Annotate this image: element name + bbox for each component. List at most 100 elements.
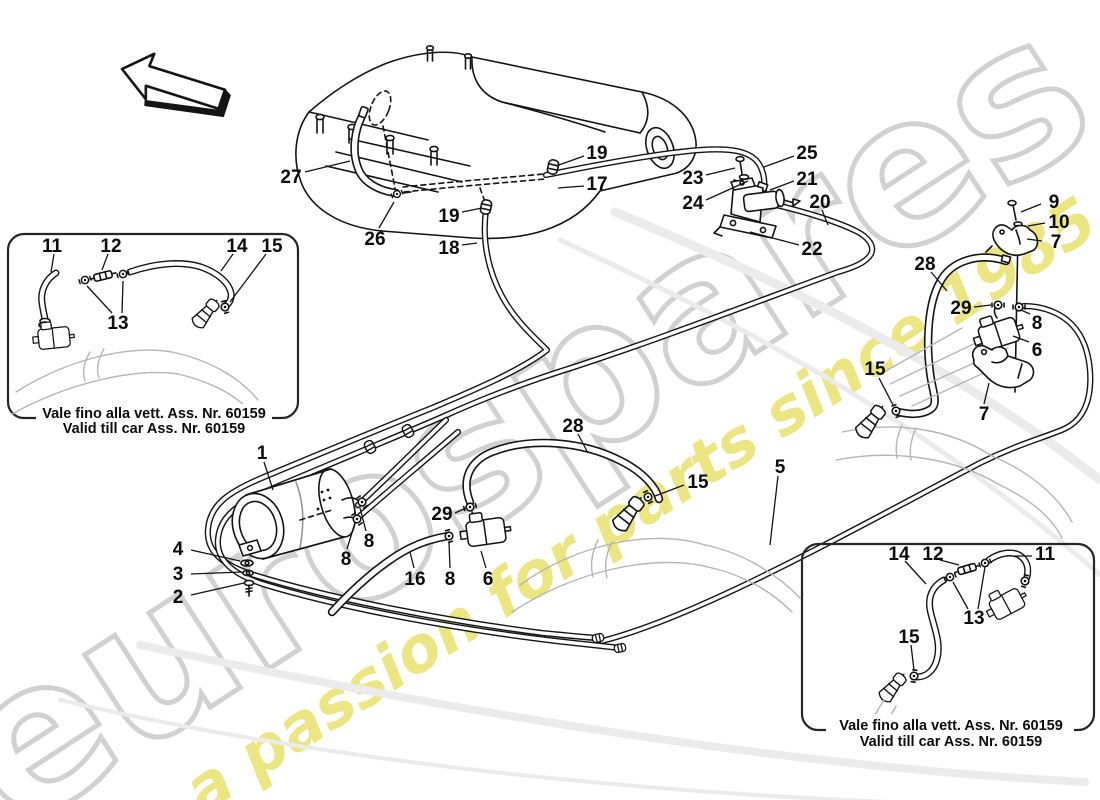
callout-6a: 6 [480,550,493,590]
svg-text:14: 14 [226,236,248,257]
callouts-inset-left: 11 12 14 15 13 [42,236,283,334]
union-12 [88,268,118,284]
cover-bolt-posts [315,45,473,166]
direction-arrow-icon [120,52,231,118]
inset-left-ghost [11,348,259,415]
svg-text:8: 8 [341,549,352,570]
svg-text:15: 15 [261,236,283,257]
callout-15a: 15 [654,472,709,497]
svg-text:24: 24 [682,193,704,214]
svg-text:28: 28 [914,254,935,275]
inset-left-parts [30,268,232,351]
callout-8c: 8 [359,507,375,552]
bolt-23 [735,155,745,175]
callout-4: 4 [173,539,241,562]
solenoid-valve [30,318,76,351]
inset-box-left: Vale fino alla vett. Ass. Nr. 60159 Vali… [6,232,300,437]
callout-15L: 15 [229,236,283,303]
svg-text:12: 12 [100,236,121,257]
ghost-exhaust-middle [511,537,801,613]
svg-text:13: 13 [963,608,984,629]
callout-23: 23 [682,167,736,189]
callout-8b: 8 [1020,309,1043,334]
callout-29b: 29 [950,298,992,319]
caption-backdrop [36,404,272,437]
callout-5: 5 [769,457,786,546]
inset-right-parts [867,556,1032,737]
svg-text:4: 4 [173,539,184,560]
callout-27: 27 [280,160,351,188]
svg-text:15: 15 [687,472,709,493]
cover-hidden-lines [368,90,546,203]
svg-text:18: 18 [438,238,459,259]
svg-text:23: 23 [682,168,703,189]
bracket-7-lower [971,344,1035,389]
callout-24: 24 [682,180,749,214]
svg-text:3: 3 [173,564,184,585]
middle-valve-group [442,489,655,549]
callouts-inset-right: 14 12 11 13 15 [888,544,1055,671]
callout-2: 2 [173,582,245,608]
svg-text:7: 7 [979,404,990,425]
washer-4 [240,559,254,567]
svg-text:21: 21 [796,169,818,190]
callout-14r: 14 [888,544,927,585]
grommet-19b [545,158,561,176]
callout-7a: 7 [1026,232,1061,253]
callout-25: 25 [763,143,818,168]
svg-text:8: 8 [364,531,375,552]
svg-text:9: 9 [1049,192,1060,213]
inset-right-caption-en: Valid till car Ass. Nr. 60159 [860,734,1042,750]
tube-end-fitting [613,642,627,654]
callout-21: 21 [769,169,818,191]
callout-13L: 13 [86,280,129,334]
actuator-cylinder-drawing [231,468,370,597]
screw-2 [243,579,255,597]
svg-text:22: 22 [801,239,822,260]
callout-20: 20 [809,192,831,226]
bolt-9 [1007,199,1017,221]
svg-text:17: 17 [586,174,607,195]
svg-text:29: 29 [431,504,452,525]
inset-right-caption-it: Vale fino alla vett. Ass. Nr. 60159 [839,718,1063,734]
callout-22: 22 [749,231,823,260]
svg-text:19: 19 [438,206,459,227]
svg-text:28: 28 [562,416,583,437]
svg-text:29: 29 [950,298,971,319]
svg-text:13: 13 [107,313,128,334]
callout-19a: 19 [438,206,483,227]
callout-15b: 15 [864,359,894,406]
callout-8e: 8 [445,541,455,590]
callout-28b: 28 [914,254,948,292]
clamp-13 [77,274,93,286]
svg-text:1: 1 [257,443,268,464]
caption-backdrop [826,714,1074,752]
callout-17: 17 [557,174,608,195]
callout-15r: 15 [898,627,920,671]
svg-text:8: 8 [1032,313,1043,334]
inset-left-caption-en: Valid till car Ass. Nr. 60159 [63,421,245,437]
callout-6b: 6 [1012,335,1043,361]
callout-29a: 29 [431,504,467,525]
washer-3 [242,569,254,577]
solenoid-bracket-drawing [713,155,801,239]
callout-1: 1 [257,443,274,491]
svg-text:19: 19 [586,143,607,164]
svg-text:12: 12 [922,544,943,565]
svg-text:6: 6 [1032,340,1043,361]
tube-end-fitting [591,632,605,644]
callout-11r: 11 [1014,544,1055,565]
svg-text:11: 11 [1035,544,1056,565]
callout-13r: 13 [952,566,986,629]
svg-text:27: 27 [280,167,301,188]
callout-8d: 8 [341,525,355,570]
callout-12: 12 [100,236,122,271]
callout-3: 3 [173,564,243,585]
callout-16: 16 [404,551,426,590]
pressure-sensor [876,668,911,705]
callout-26: 26 [364,201,395,250]
callout-10: 10 [1027,212,1070,233]
callout-7b: 7 [979,382,990,425]
clamp-15 [908,668,920,684]
callout-12r: 12 [922,544,960,566]
